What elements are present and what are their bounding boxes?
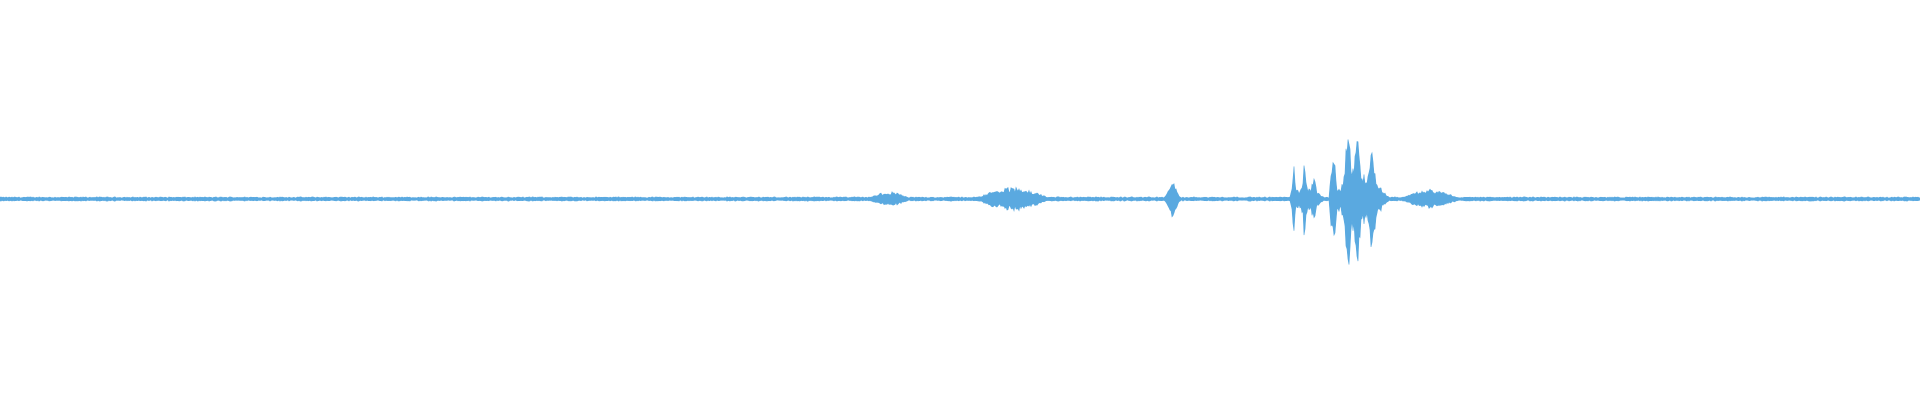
waveform-signal [0,139,1920,265]
